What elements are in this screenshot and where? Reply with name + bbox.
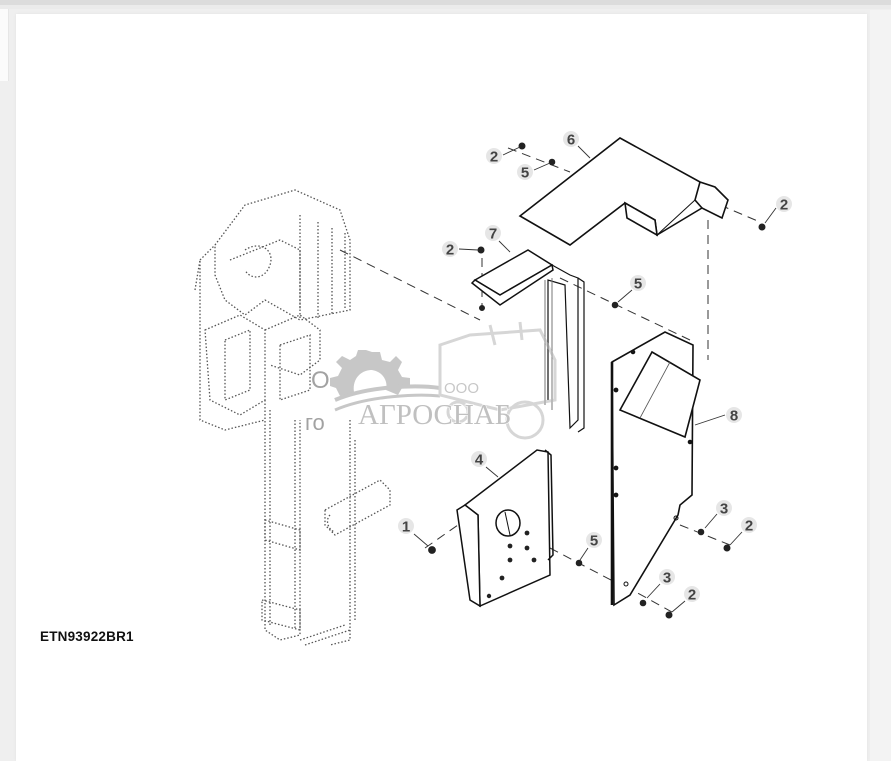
bolt-2c-icon	[477, 246, 485, 254]
callout-2: 2	[442, 241, 458, 259]
callout-7: 7	[485, 225, 501, 243]
svg-text:5: 5	[634, 276, 642, 293]
callout-2: 2	[776, 196, 792, 214]
svg-text:2: 2	[780, 197, 788, 214]
callout-4: 4	[471, 451, 487, 469]
bolt-2b-icon	[758, 223, 766, 231]
nut-5c-icon	[575, 559, 583, 567]
svg-text:5: 5	[590, 533, 598, 550]
svg-text:О: О	[311, 367, 330, 394]
combine-harvester-icon	[438, 321, 557, 440]
callout-5: 5	[630, 275, 646, 293]
callout-3: 3	[659, 569, 675, 587]
bolt-1-icon	[428, 546, 436, 554]
svg-text:2: 2	[490, 149, 498, 166]
washer-3b-icon	[639, 599, 647, 607]
callout-2: 2	[741, 517, 757, 535]
bolt-2d-icon	[723, 544, 731, 552]
bolt-2a-icon	[518, 142, 526, 150]
svg-text:6: 6	[567, 132, 575, 149]
top-bar	[0, 0, 891, 5]
svg-text:7: 7	[489, 226, 497, 243]
svg-text:5: 5	[521, 165, 529, 182]
top-bar-shadow	[0, 5, 891, 9]
right-scroll-gutter	[870, 10, 891, 761]
callout-leaders	[413, 145, 777, 613]
callouts: 6 2 5 2 7 2 5 8 4 1 5 3 2 3 2	[398, 131, 792, 604]
washer-3a-icon	[697, 528, 705, 536]
figure-code: ETN93922BR1	[40, 629, 134, 644]
watermark-prefix: ООО	[444, 380, 479, 397]
svg-text:го: го	[305, 410, 325, 435]
callout-6: 6	[563, 131, 579, 149]
callout-2: 2	[486, 148, 502, 166]
watermark-name: АГРОСНАБ	[358, 399, 511, 431]
part-4-plate	[456, 449, 554, 608]
nut-5b-icon	[611, 301, 619, 309]
callout-2: 2	[684, 586, 700, 604]
callout-5: 5	[517, 164, 533, 182]
part-7-bracket	[470, 249, 585, 433]
svg-text:2: 2	[745, 518, 753, 535]
callout-5: 5	[586, 532, 602, 550]
bolt-2e-icon	[665, 611, 673, 619]
svg-text:4: 4	[475, 452, 484, 469]
svg-text:1: 1	[402, 519, 410, 536]
gear-icon	[330, 350, 410, 396]
ghost-frame-assembly	[194, 189, 391, 646]
watermark-logo: ООО АГРОСНАБ	[330, 321, 557, 440]
callout-8: 8	[726, 407, 742, 425]
svg-text:2: 2	[446, 242, 454, 259]
svg-text:8: 8	[730, 408, 738, 425]
callout-1: 1	[398, 518, 414, 536]
part-8-side-panel	[610, 331, 701, 607]
fasteners	[428, 142, 766, 619]
nut-5a-icon	[548, 158, 556, 166]
callout-3: 3	[716, 500, 732, 518]
left-panel-edge	[0, 9, 9, 81]
svg-text:3: 3	[663, 570, 671, 587]
svg-text:3: 3	[720, 501, 728, 518]
part-6-top-cover	[518, 137, 729, 246]
svg-text:2: 2	[688, 587, 696, 604]
